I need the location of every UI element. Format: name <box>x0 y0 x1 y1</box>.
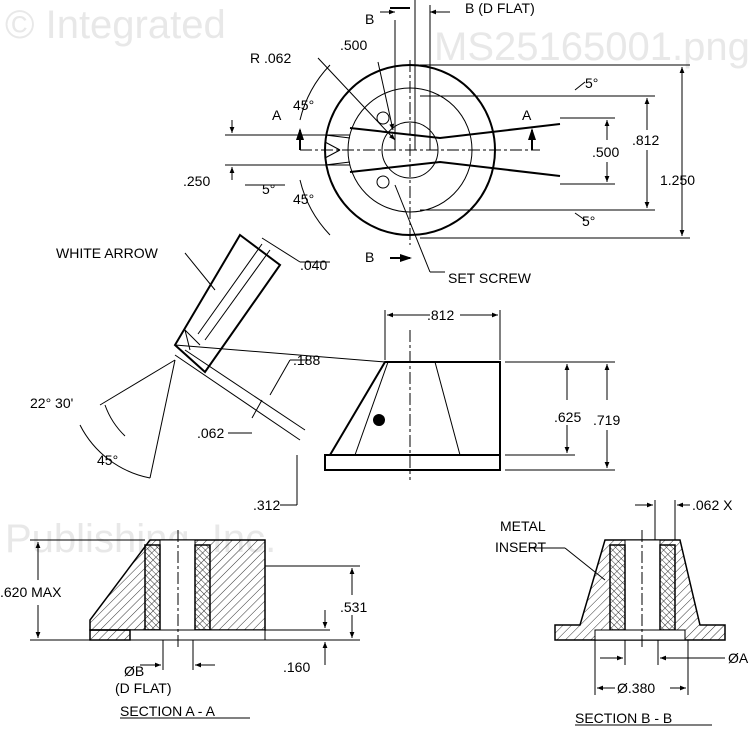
angle-5-bottom: 5° <box>582 213 595 229</box>
label-b-top: B <box>365 11 374 27</box>
angle-5-left: 5° <box>262 181 275 197</box>
metal-insert-2: INSERT <box>495 539 547 555</box>
angle-45: 45° <box>97 452 118 468</box>
dim-250: .250 <box>183 173 210 189</box>
section-b-title: SECTION B - B <box>575 710 672 726</box>
dim-160: .160 <box>283 659 310 675</box>
label-b-bottom: B <box>365 249 374 265</box>
dim-040: .040 <box>300 257 327 273</box>
dia-380: Ø.380 <box>617 680 655 696</box>
label-a-right: A <box>522 107 532 123</box>
top-view: B B (D FLAT) .500 R .062 A A 45° 45° 5° … <box>183 0 695 286</box>
dim-625: .625 <box>554 409 581 425</box>
dim-312: .312 <box>253 497 280 513</box>
angle-45-top: 45° <box>293 97 314 113</box>
label-b-dflat: B (D FLAT) <box>465 0 535 16</box>
metal-insert-1: METAL <box>500 518 546 534</box>
dim-500: .500 <box>340 37 367 53</box>
label-white-arrow: WHITE ARROW <box>56 245 159 261</box>
dim-620-max: .620 MAX <box>0 584 62 600</box>
dim-531: .531 <box>340 599 367 615</box>
angle-22-30: 22° 30' <box>30 395 73 411</box>
side-view: WHITE ARROW .040 22° 30' 45° .188 .062 .… <box>30 233 620 513</box>
dim-812: .812 <box>427 307 454 323</box>
dim-062-x: .062 X <box>692 497 733 513</box>
dim-812: .812 <box>632 132 659 148</box>
dim-500-right: .500 <box>592 144 619 160</box>
dim-062: .062 <box>197 425 224 441</box>
watermark: © Integrated Publishing, Inc. MS25165001… <box>5 3 750 561</box>
angle-45-bottom: 45° <box>293 191 314 207</box>
angle-5-top: 5° <box>585 75 598 91</box>
dim-1250: 1.250 <box>660 172 695 188</box>
label-a-left: A <box>272 107 282 123</box>
label-set-screw: SET SCREW <box>448 270 532 286</box>
dim-r062: R .062 <box>250 50 291 66</box>
watermark-line-3: MS25165001.png <box>434 25 750 69</box>
watermark-line-1: © Integrated <box>5 3 226 47</box>
dim-719: .719 <box>593 412 620 428</box>
section-a-title: SECTION A - A <box>120 703 216 719</box>
dim-188: .188 <box>293 352 320 368</box>
section-a-a: .620 MAX .531 .160 ØB (D FLAT) SECTION A… <box>0 530 367 719</box>
dia-a: ØA <box>728 650 749 666</box>
section-b-b: .062 X METAL INSERT ØA Ø.380 SECTION B -… <box>495 497 749 726</box>
d-flat: (D FLAT) <box>115 680 172 696</box>
dia-b: ØB <box>124 663 144 679</box>
